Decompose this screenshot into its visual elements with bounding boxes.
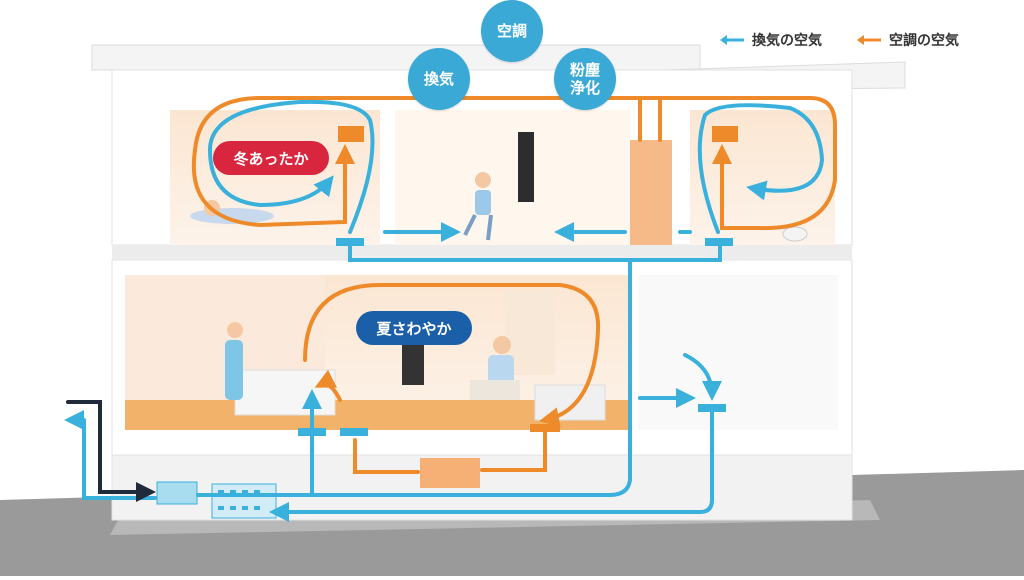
- kitchen-counter: [234, 369, 336, 416]
- ventilation-unit-outdoor: [156, 481, 198, 505]
- cat: [782, 226, 808, 242]
- dust-purification-label-text: 粉塵 浄化: [569, 61, 600, 97]
- exhaust-airflow: [66, 400, 156, 502]
- legend-ventilation-label: 換気の空気: [752, 33, 822, 49]
- legend-ventilation: 換気の空気: [718, 30, 822, 50]
- orange-arrow-icon: [857, 35, 881, 45]
- ac-circle-label: 空調: [481, 0, 543, 62]
- summer-fresh-badge: 夏さわやか: [356, 311, 472, 345]
- ac-airflow-paths: [191, 96, 837, 474]
- ac-loop-left: [191, 144, 355, 228]
- vent-lower-right: [683, 353, 722, 401]
- ventilation-main-unit: [211, 483, 277, 519]
- winter-warm-badge: 冬あったか: [213, 141, 329, 175]
- ac-label-text: 空調: [496, 22, 527, 40]
- man-sitting: [470, 336, 520, 400]
- vent-main-vertical: [198, 258, 632, 497]
- vent-return-right: [697, 103, 825, 234]
- ventilation-circle-label: 換気: [408, 48, 470, 110]
- ac-underfloor: [353, 430, 547, 474]
- ac-shaft-down: [638, 96, 662, 142]
- ac-living-swirl: [314, 369, 342, 402]
- summer-badge-text: 夏さわやか: [376, 319, 452, 338]
- room-lower-right: [638, 275, 838, 430]
- child-jumping: [463, 172, 493, 241]
- vent-terminals: [298, 238, 733, 436]
- underfloor-ac-unit: [420, 458, 480, 488]
- ac-loop-right: [712, 144, 837, 231]
- room-upper-center: [395, 110, 630, 245]
- woman-cooking: [225, 322, 243, 400]
- vent-outdoor-in: [82, 418, 157, 500]
- floor-slab: [112, 245, 852, 260]
- ac-unit-right: [712, 126, 738, 142]
- vent-lower-right-down: [269, 408, 714, 522]
- ac-terminal-living: [530, 424, 560, 432]
- vent-main-horizontal: [348, 243, 722, 262]
- dust-purification-circle-label: 粉塵 浄化: [554, 48, 616, 110]
- tv: [402, 340, 424, 385]
- legend-ac: 空調の空気: [855, 30, 959, 50]
- ac-unit-left: [338, 126, 364, 142]
- vent-loop-left: [207, 99, 375, 234]
- blue-arrow-icon: [720, 35, 744, 45]
- ventilation-airflow-paths: [82, 99, 825, 522]
- ac-loop-summer: [303, 283, 601, 428]
- winter-badge-text: 冬あったか: [233, 149, 309, 168]
- ventilation-label-text: 換気: [423, 70, 454, 88]
- legend-ac-label: 空調の空気: [889, 33, 959, 49]
- sofa: [534, 384, 606, 421]
- ac-duct-top: [193, 96, 837, 182]
- duct-shaft: [630, 140, 672, 245]
- window: [518, 132, 534, 202]
